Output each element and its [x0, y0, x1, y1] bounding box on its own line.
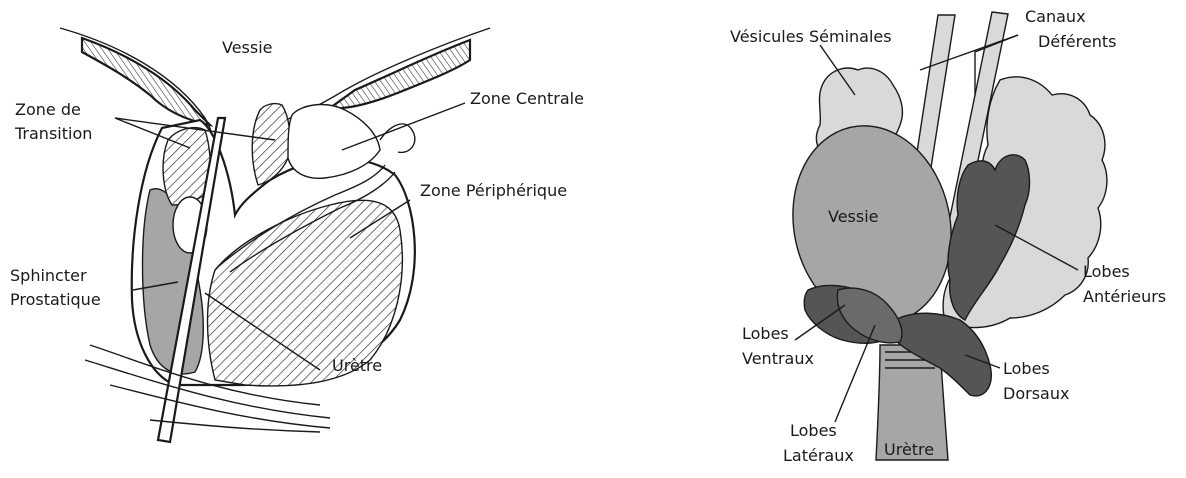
bladder-wall-right [330, 40, 470, 108]
label-lobes-dorsaux-1: Lobes [1003, 359, 1050, 379]
label-lobes-anterieurs-1: Lobes [1083, 262, 1130, 282]
bladder-wall-left [82, 38, 210, 125]
label-zone-centrale: Zone Centrale [470, 89, 584, 109]
label-uretre-left: Urètre [332, 356, 382, 376]
label-sphincter-1: Sphincter [10, 266, 87, 286]
label-lobes-dorsaux-2: Dorsaux [1003, 384, 1069, 404]
label-lobes-lateraux-2: Latéraux [783, 446, 854, 466]
label-zone-transition-1: Zone de [15, 100, 81, 120]
label-canaux-1: Canaux [1025, 7, 1086, 27]
label-sphincter-2: Prostatique [10, 290, 101, 310]
label-zone-transition-2: Transition [15, 124, 92, 144]
label-vesicules: Vésicules Séminales [730, 27, 892, 47]
label-lobes-anterieurs-2: Antérieurs [1083, 287, 1166, 307]
left-prostate-section [60, 28, 490, 442]
label-zone-peripherique: Zone Périphérique [420, 181, 567, 201]
label-canaux-2: Déférents [1038, 32, 1116, 52]
label-uretre-right: Urètre [884, 440, 934, 460]
label-vessie-left: Vessie [222, 38, 273, 58]
label-lobes-lateraux-1: Lobes [790, 421, 837, 441]
label-vessie-right: Vessie [828, 207, 879, 227]
label-lobes-ventraux-2: Ventraux [742, 349, 814, 369]
label-lobes-ventraux-1: Lobes [742, 324, 789, 344]
